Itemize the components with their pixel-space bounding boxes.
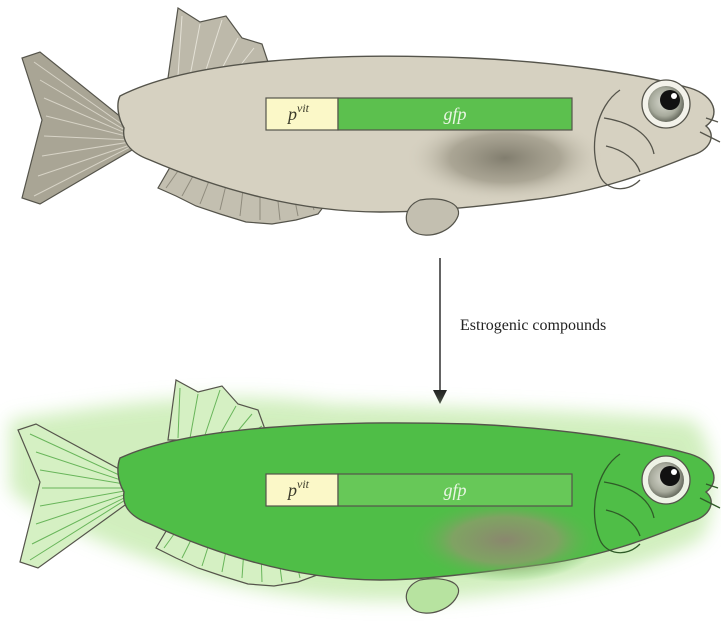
reporter-construct: pvit gfp (266, 98, 572, 130)
treatment-arrow: Estrogenic compounds (433, 258, 606, 404)
eye (642, 80, 690, 128)
tail-fin (22, 52, 132, 204)
treated-fish: pvit gfp (10, 380, 720, 613)
gfp-label: gfp (443, 480, 466, 500)
control-fish: pvit gfp (22, 8, 720, 235)
eye (642, 456, 690, 504)
reporter-construct: pvit gfp (266, 474, 572, 506)
gfp-label: gfp (443, 104, 466, 124)
pelvic-fin (406, 199, 458, 235)
pelvic-fin (406, 579, 458, 613)
arrow-label: Estrogenic compounds (460, 317, 606, 334)
liver-region (409, 498, 601, 582)
